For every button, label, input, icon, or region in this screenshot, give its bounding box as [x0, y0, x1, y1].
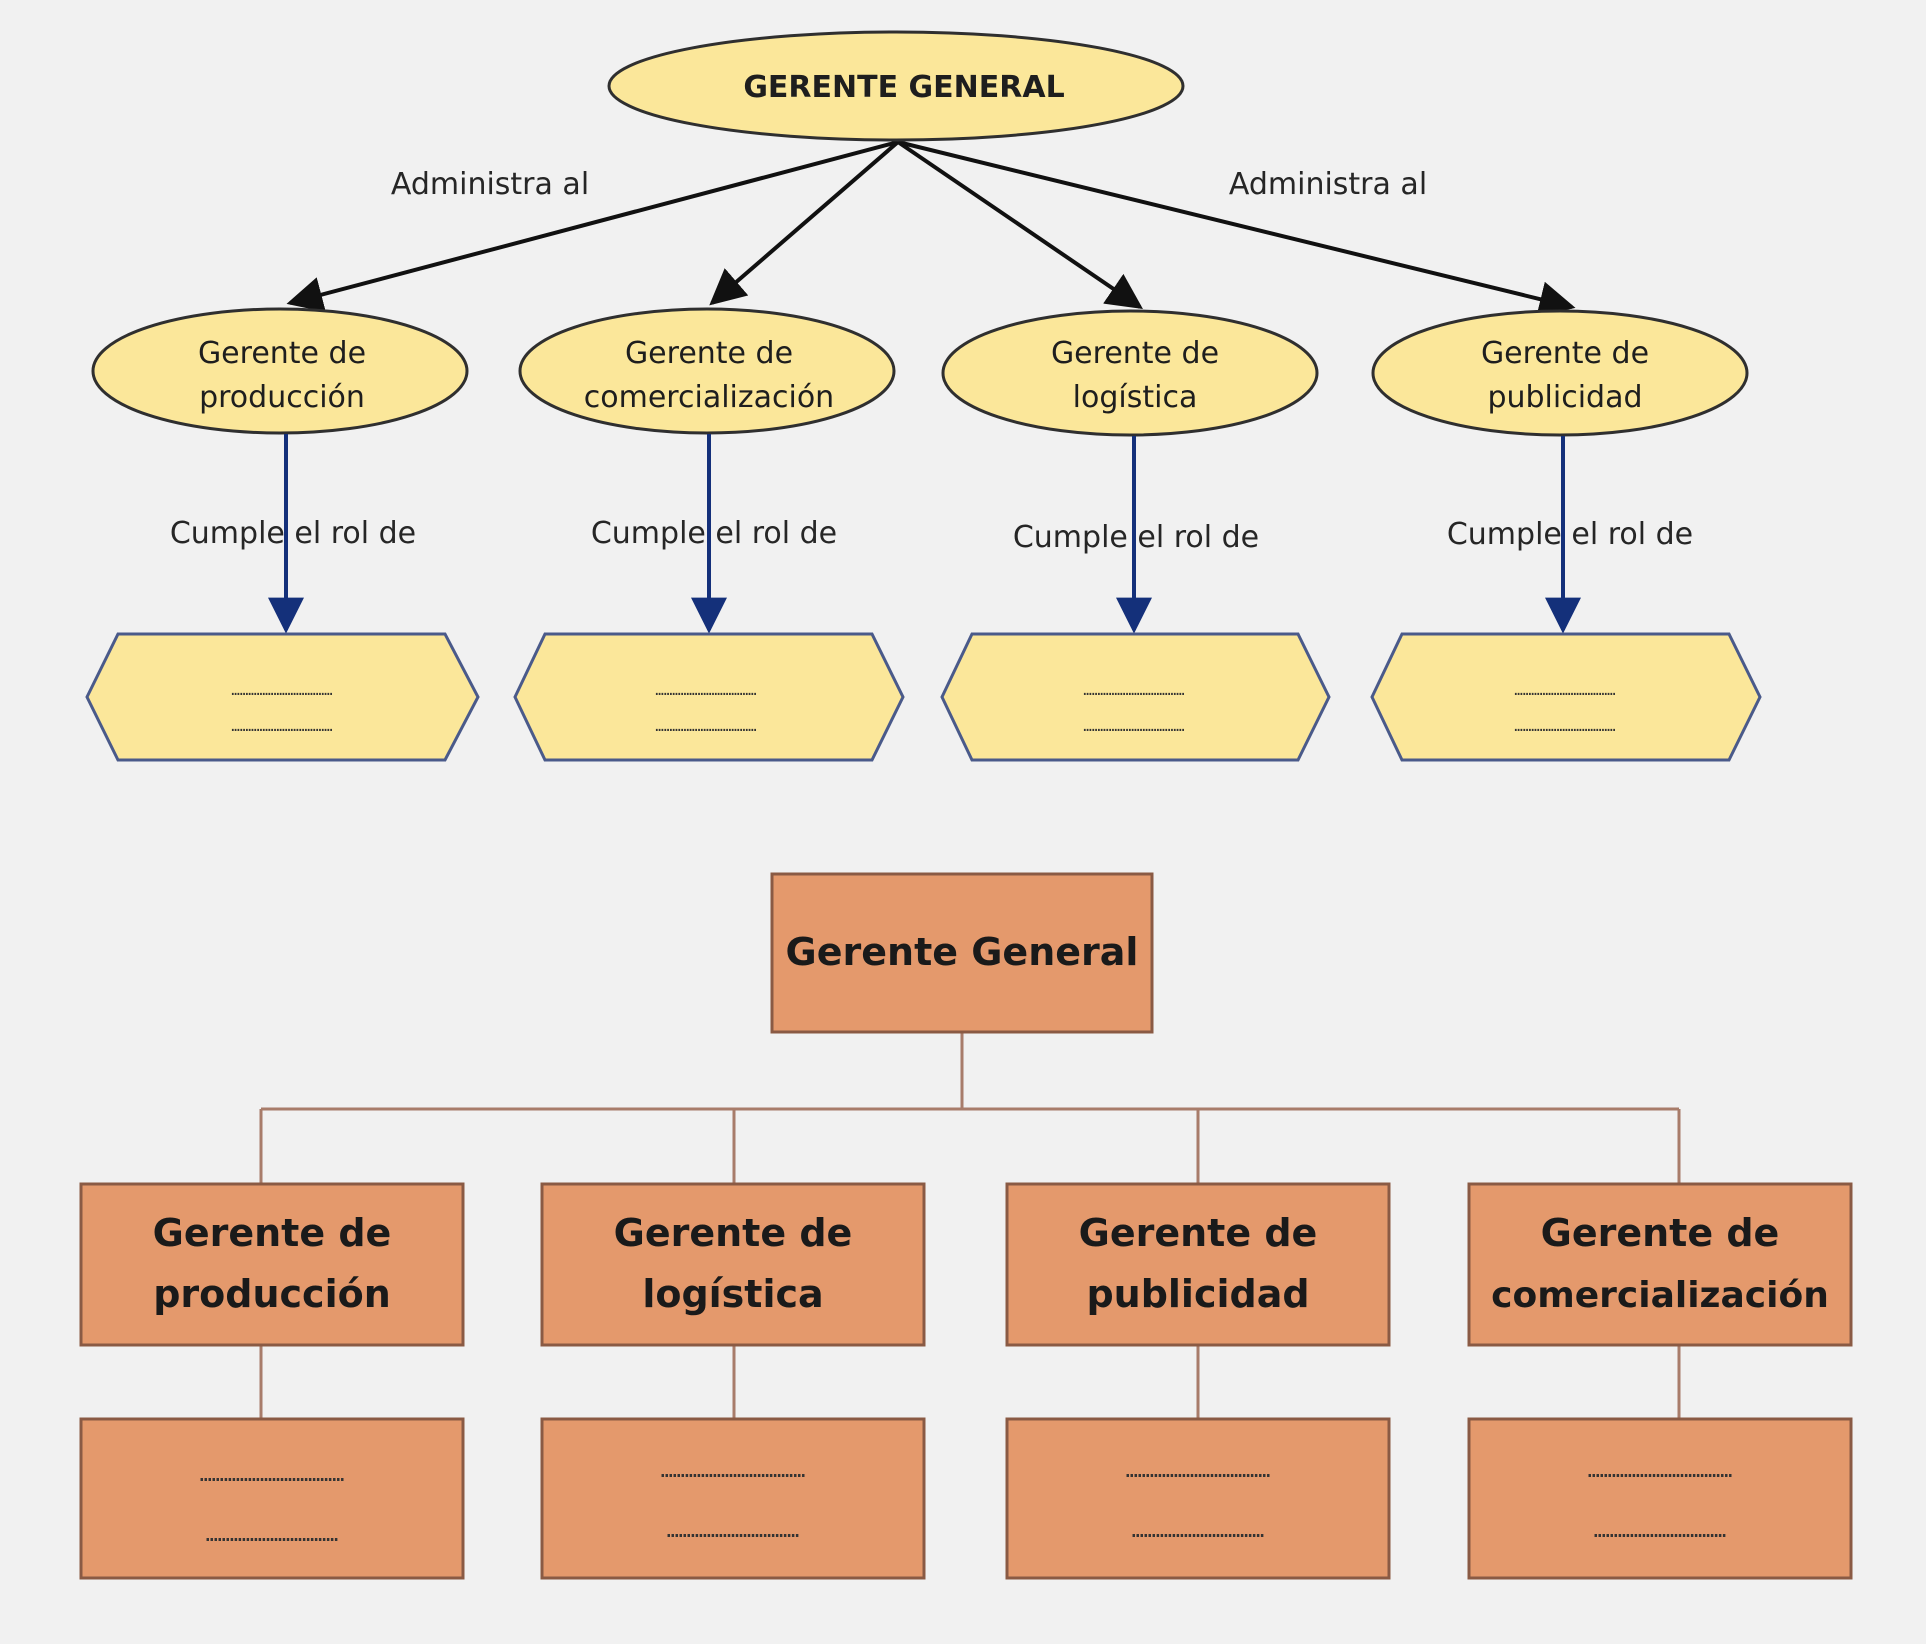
role-label: Cumple el rol de — [1013, 520, 1259, 555]
org-box-label-line1: Gerente de — [1079, 1211, 1318, 1255]
org-box-publicidad: Gerente de publicidad — [1005, 1182, 1391, 1347]
role-dots-line2: ……………………………… — [655, 719, 756, 735]
concept-node-label-line2: publicidad — [1487, 380, 1642, 415]
org-slot-line2: …………………………… — [667, 1518, 799, 1542]
concept-node-produccion: Gerente de producción — [91, 307, 469, 435]
org-slot-produccion: ……………………………… …………………………… — [79, 1417, 465, 1580]
arrow-root-to-produccion — [286, 140, 899, 313]
edge-label-left: Administra al — [391, 167, 589, 202]
org-box-logistica: Gerente de logística — [540, 1182, 926, 1347]
role-hexagon-comercializacion: ……………………………… ……………………………… — [513, 632, 905, 762]
org-connectors — [259, 1032, 1681, 1419]
root-node-label: GERENTE GENERAL — [743, 70, 1064, 105]
org-root-label: Gerente General — [786, 930, 1139, 974]
org-box-label-line2: comercialización — [1491, 1275, 1829, 1316]
org-slot-line1: ……………………………… — [1588, 1458, 1733, 1482]
org-slot-line1: ……………………………… — [200, 1462, 345, 1486]
org-slot-line1: ……………………………… — [661, 1458, 806, 1482]
concept-node-logistica: Gerente de logística — [941, 309, 1319, 437]
org-slot-comercializacion: ……………………………… …………………………… — [1467, 1417, 1853, 1580]
org-slot-line2: …………………………… — [206, 1522, 338, 1546]
concept-node-label-line2: logística — [1073, 380, 1198, 415]
concept-node-label-line1: Gerente de — [1051, 336, 1219, 371]
org-box-produccion: Gerente de producción — [79, 1182, 465, 1347]
org-chart: Gerente General Gerente de producción Ge… — [79, 872, 1853, 1580]
role-label: Cumple el rol de — [1447, 517, 1693, 552]
edge-label-right: Administra al — [1229, 167, 1427, 202]
arrow-root-to-logistica — [896, 140, 1143, 310]
role-dots-line2: ……………………………… — [1083, 719, 1184, 735]
org-box-comercializacion: Gerente de comercialización — [1467, 1182, 1853, 1347]
org-slot-line1: ……………………………… — [1126, 1458, 1271, 1482]
concept-node-publicidad: Gerente de publicidad — [1371, 309, 1749, 437]
arrow-root-to-publicidad — [897, 140, 1576, 317]
arrow-root-to-comercializacion — [709, 140, 900, 306]
org-box-label-line2: producción — [153, 1272, 391, 1316]
concept-node-comercializacion: Gerente de comercialización — [518, 307, 896, 435]
org-box-label-line1: Gerente de — [614, 1211, 853, 1255]
role-dots-line2: ……………………………… — [1514, 719, 1615, 735]
concept-node-label-line2: comercialización — [584, 380, 834, 415]
org-box-label-line1: Gerente de — [1541, 1211, 1780, 1255]
role-label: Cumple el rol de — [170, 516, 416, 551]
org-slot-logistica: ……………………………… …………………………… — [540, 1417, 926, 1580]
concept-node-label-line1: Gerente de — [1481, 336, 1649, 371]
role-dots-line2: ……………………………… — [231, 719, 332, 735]
concept-node-label-line1: Gerente de — [625, 336, 793, 371]
org-slot-line2: …………………………… — [1132, 1518, 1264, 1542]
org-box-label-line2: logística — [642, 1272, 823, 1316]
concept-node-label-line2: producción — [199, 380, 365, 415]
org-box-label-line2: publicidad — [1086, 1272, 1309, 1316]
org-root-box: Gerente General — [770, 872, 1154, 1034]
concept-map: Administra al Administra al GERENTE GENE… — [85, 30, 1762, 762]
concept-node-label-line1: Gerente de — [198, 336, 366, 371]
role-dots-line1: ……………………………… — [1514, 683, 1615, 699]
role-label: Cumple el rol de — [591, 516, 837, 551]
role-hexagon-logistica: ……………………………… ……………………………… — [940, 632, 1331, 762]
role-hexagon-produccion: ……………………………… ……………………………… — [85, 632, 480, 762]
role-hexagon-publicidad: ……………………………… ……………………………… — [1370, 632, 1762, 762]
root-node-ellipse: GERENTE GENERAL — [607, 30, 1185, 142]
role-dots-line1: ……………………………… — [1083, 683, 1184, 699]
org-slot-publicidad: ……………………………… …………………………… — [1005, 1417, 1391, 1580]
role-dots-line1: ……………………………… — [231, 683, 332, 699]
org-slot-line2: …………………………… — [1594, 1518, 1726, 1542]
org-box-label-line1: Gerente de — [153, 1211, 392, 1255]
role-dots-line1: ……………………………… — [655, 683, 756, 699]
